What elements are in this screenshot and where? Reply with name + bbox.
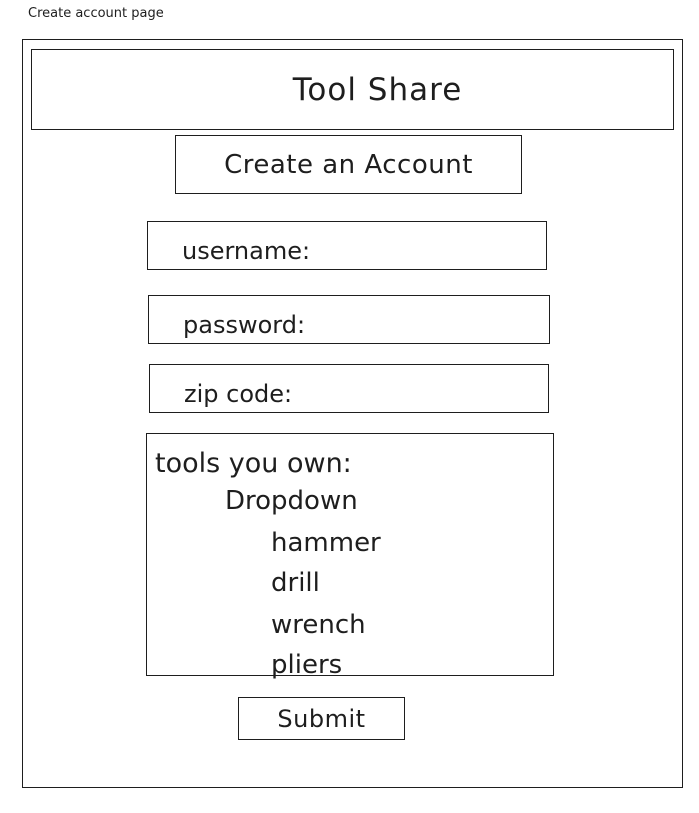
app-header: Tool Share: [31, 49, 674, 130]
page-caption: Create account page: [28, 6, 164, 21]
username-field[interactable]: username:: [147, 221, 547, 270]
tool-option-drill[interactable]: drill: [271, 568, 320, 598]
tool-option-wrench[interactable]: wrench: [271, 610, 366, 640]
tool-option-pliers[interactable]: pliers: [271, 650, 343, 680]
submit-button[interactable]: Submit: [238, 697, 405, 740]
password-field[interactable]: password:: [148, 295, 550, 344]
tools-dropdown[interactable]: Dropdown: [225, 486, 358, 516]
wireframe-frame: [22, 39, 683, 788]
tools-owned-label: tools you own:: [155, 448, 352, 479]
username-label: username:: [182, 236, 311, 265]
create-account-heading-box: Create an Account: [175, 135, 522, 194]
app-title: Tool Share: [292, 71, 463, 108]
password-label: password:: [183, 310, 306, 339]
submit-label: Submit: [277, 704, 366, 733]
create-account-heading: Create an Account: [224, 149, 473, 180]
zip-code-field[interactable]: zip code:: [149, 364, 549, 413]
zip-code-label: zip code:: [184, 379, 293, 408]
tools-owned-box: tools you own: Dropdown hammer drill wre…: [146, 433, 554, 680]
tool-option-hammer[interactable]: hammer: [271, 528, 381, 558]
